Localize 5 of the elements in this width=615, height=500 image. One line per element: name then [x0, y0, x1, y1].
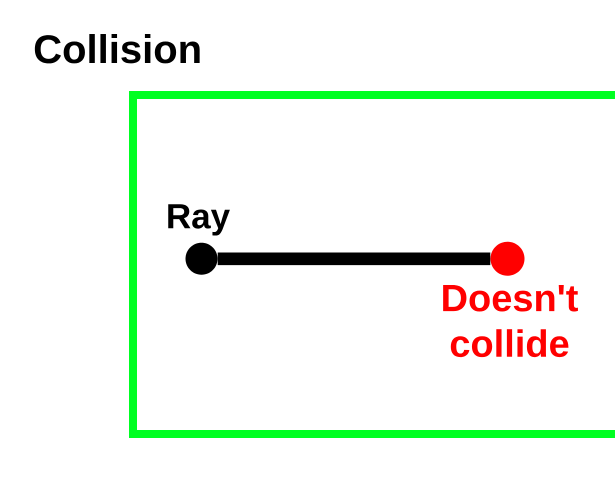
diagram-title: Collision: [34, 34, 200, 64]
dot-label: Ray: [168, 204, 230, 236]
ray-line: [218, 252, 490, 266]
boundary-box: [129, 91, 615, 438]
dot-label: Doesn't collide: [443, 285, 578, 358]
